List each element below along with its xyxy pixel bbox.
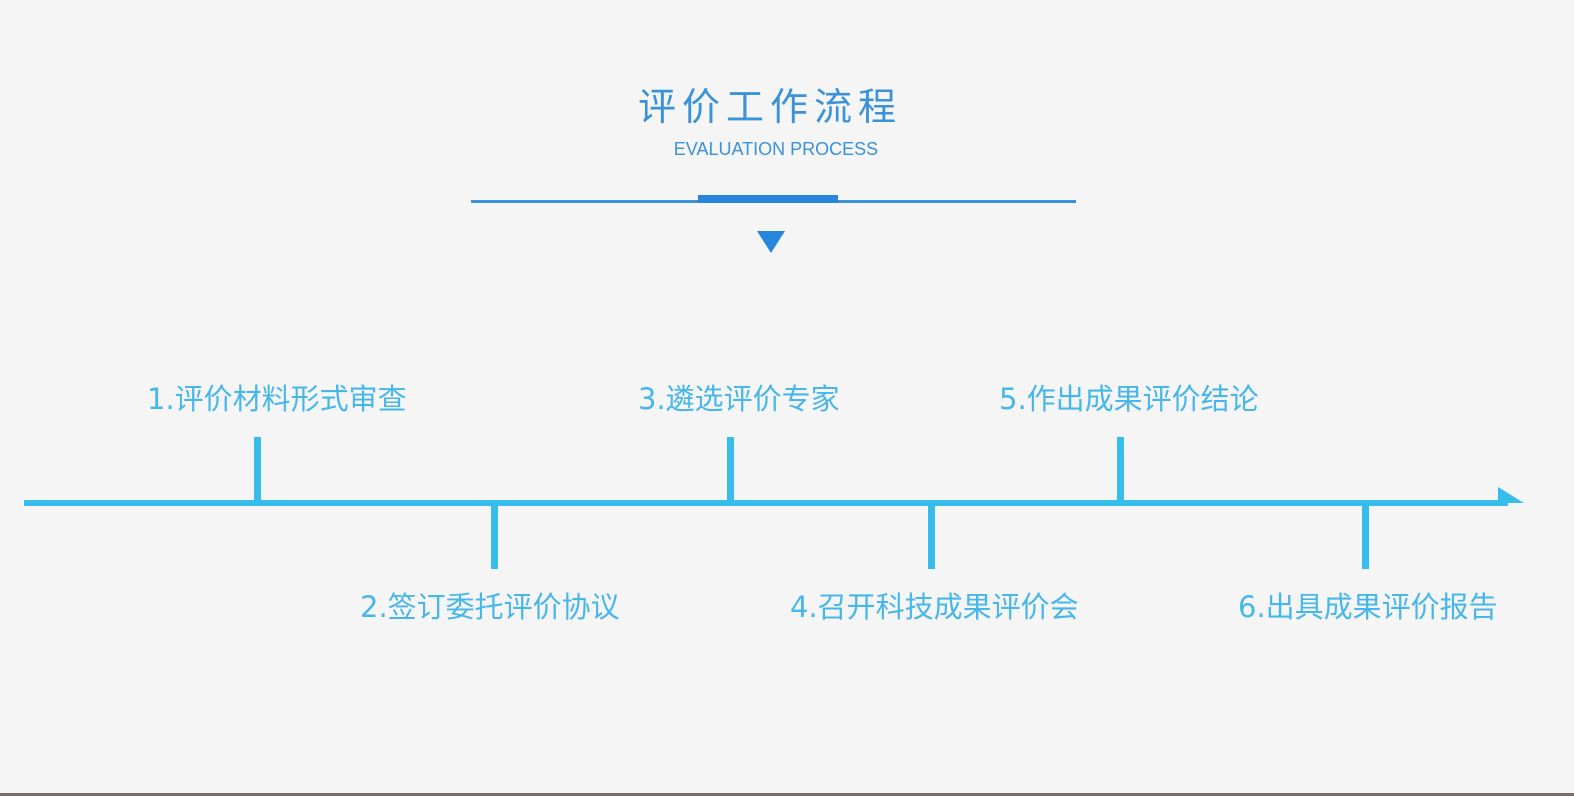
timeline-tick-step-4 xyxy=(928,503,935,569)
timeline-tick-step-2 xyxy=(491,503,498,569)
timeline-tick-step-3 xyxy=(727,437,734,503)
timeline-tick-step-5 xyxy=(1117,437,1124,503)
timeline-tick-step-1 xyxy=(254,437,261,503)
title-rule-accent xyxy=(698,195,838,203)
page-subtitle: EVALUATION PROCESS xyxy=(673,139,879,159)
page-title: 评价工作流程 xyxy=(637,85,902,129)
step-label-1: 1.评价材料形式审查 xyxy=(147,382,407,416)
down-triangle-icon xyxy=(757,231,785,253)
timeline-axis xyxy=(24,500,1508,506)
page-bottom-edge xyxy=(0,793,1574,796)
step-label-3: 3.遴选评价专家 xyxy=(638,382,840,416)
step-label-2: 2.签订委托评价协议 xyxy=(360,590,620,624)
timeline-arrowhead-icon xyxy=(1498,487,1524,503)
timeline-tick-step-6 xyxy=(1362,503,1369,569)
step-label-6: 6.出具成果评价报告 xyxy=(1238,590,1498,624)
step-label-5: 5.作出成果评价结论 xyxy=(999,382,1259,416)
step-label-4: 4.召开科技成果评价会 xyxy=(790,590,1079,624)
